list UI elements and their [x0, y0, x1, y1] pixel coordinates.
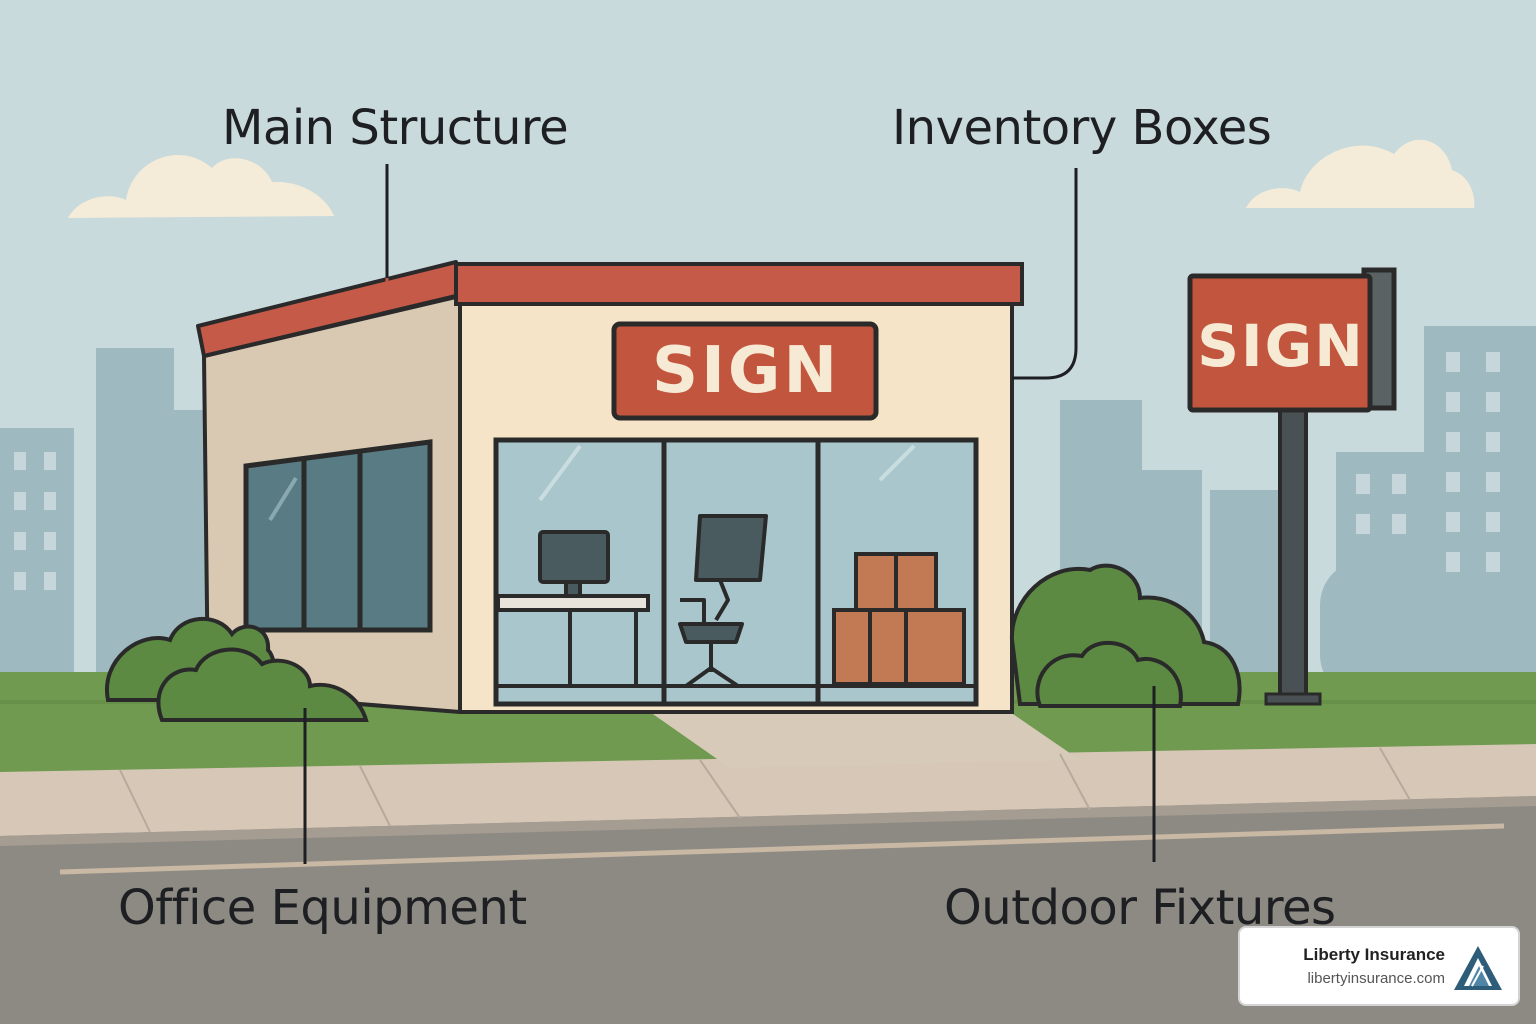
office-equipment-label: Office Equipment [118, 880, 527, 936]
office-chair [678, 514, 768, 688]
outdoor-fixtures-label: Outdoor Fixtures [944, 880, 1336, 936]
cloud-left [68, 154, 334, 218]
roof-front [454, 262, 1024, 306]
inventory-boxes-leader [1012, 168, 1078, 380]
main-structure-label: Main Structure [222, 100, 569, 156]
curb [0, 796, 1536, 846]
walkway [650, 712, 1080, 768]
desk-with-monitor [496, 530, 650, 684]
pole-sign: SIGN [1187, 267, 1397, 706]
inventory-boxes-label: Inventory Boxes [892, 100, 1272, 156]
side-windows [243, 439, 433, 633]
storefront-sign-text: SIGN [652, 334, 840, 408]
storefront-sign: SIGN [611, 321, 879, 421]
inventory-boxes [832, 552, 966, 686]
brand-url[interactable]: libertyinsurance.com [1307, 970, 1445, 987]
triangle-logo-icon [1454, 946, 1502, 990]
cloud-right [1246, 139, 1475, 208]
brand-name: Liberty Insurance [1303, 945, 1445, 964]
bush-left [104, 617, 369, 722]
city-windows [14, 352, 1500, 590]
brand-badge[interactable]: Liberty Insurance libertyinsurance.com [1238, 926, 1520, 1006]
bush-right [1009, 563, 1242, 708]
road-line [59, 823, 1505, 875]
pole-sign-text: SIGN [1197, 312, 1365, 380]
sidewalk-joints [119, 747, 1411, 833]
